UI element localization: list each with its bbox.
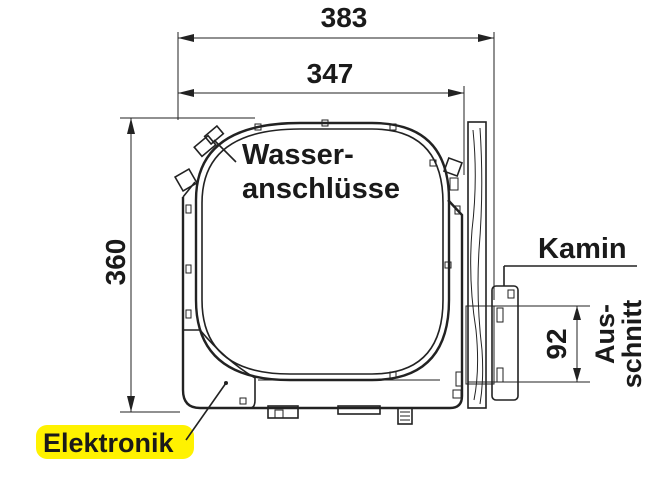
label-cutout: Aus- schnitt: [590, 300, 647, 389]
dimension-height: 360: [100, 117, 255, 413]
water-connection-fittings: [173, 124, 463, 193]
cutout-label-line2: schnitt: [617, 300, 647, 389]
cutout-label-line1: Aus-: [590, 304, 620, 364]
cutout-value: 92: [541, 328, 572, 359]
chimney-wall: [465, 121, 519, 409]
water-label-line1: Wasser-: [242, 139, 354, 171]
electronics-highlight: [36, 425, 194, 459]
bottom-fittings: [224, 381, 413, 425]
label-electronics: Elektronik: [36, 382, 227, 459]
label-water-connections: Wasser- anschlüsse: [213, 139, 400, 205]
housing: [173, 119, 464, 425]
electronics-label: Elektronik: [43, 428, 175, 458]
height-value: 360: [100, 239, 131, 286]
water-label-line2: anschlüsse: [242, 173, 400, 205]
outer-width-value: 383: [321, 2, 368, 33]
chimney-label: Kamin: [538, 233, 627, 265]
dimension-outer-width: 383: [177, 2, 495, 300]
dimension-inner-width: 347: [178, 58, 465, 175]
label-chimney: Kamin: [503, 233, 637, 286]
inner-width-value: 347: [307, 58, 354, 89]
